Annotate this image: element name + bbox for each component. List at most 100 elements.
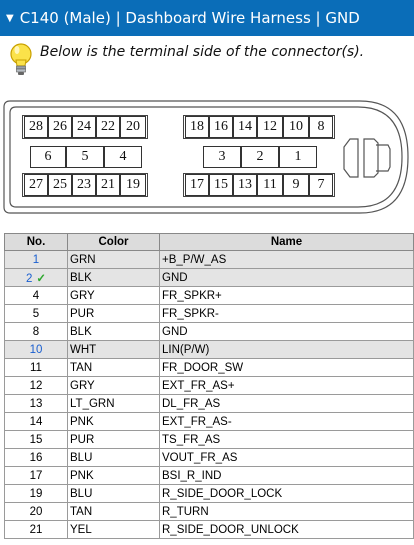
circuit-name-cell: EXT_FR_AS- [159,412,414,431]
wire-color-cell: LT_GRN [67,394,160,413]
pin-no-cell: 2✓ [4,268,68,287]
pin-cell: 6 [30,146,66,168]
pin-cell: 14 [233,116,257,138]
pin-no-cell: 16 [4,448,68,467]
wire-color-cell: WHT [67,340,160,359]
pin-no: 5 [32,307,40,320]
wire-color-cell: BLK [67,322,160,341]
pin-no-cell: 5 [4,304,68,323]
pin-cell: 12 [257,116,283,138]
pin-cell: 26 [48,116,72,138]
wire-color-cell: PUR [67,430,160,449]
pin-no: 10 [29,343,43,356]
circuit-name-cell: LIN(P/W) [159,340,414,359]
circuit-name-cell: GND [159,268,414,287]
circuit-name-cell: +B_P/W_AS [159,250,414,269]
info-note: Below is the terminal side of the connec… [4,40,412,88]
circuit-name-cell: EXT_FR_AS+ [159,376,414,395]
wire-color-cell: YEL [67,520,160,539]
pin-cell: 20 [120,116,146,138]
pin-cell: 11 [257,174,283,196]
header-title: C140 (Male) | Dashboard Wire Harness | G… [19,9,360,27]
pin-cell: 17 [185,174,209,196]
circuit-name-cell: R_SIDE_DOOR_LOCK [159,484,414,503]
circuit-name-cell: BSI_R_IND [159,466,414,485]
pin-cell: 23 [72,174,96,196]
pin-no: 17 [29,469,43,482]
checkmark-icon: ✓ [36,272,47,285]
pin-no-cell: 15 [4,430,68,449]
section-header[interactable]: ▼ C140 (Male) | Dashboard Wire Harness |… [0,0,414,36]
pin-no-cell: 12 [4,376,68,395]
circuit-name-cell: R_SIDE_DOOR_UNLOCK [159,520,414,539]
circuit-name-cell: FR_SPKR+ [159,286,414,305]
wire-color-cell: BLK [67,268,160,287]
pin-cell: 16 [209,116,233,138]
pin-no: 21 [29,523,43,536]
pin-no-cell: 8 [4,322,68,341]
pin-no-cell: 20 [4,502,68,521]
wire-color-cell: BLU [67,448,160,467]
pin-no-cell: 17 [4,466,68,485]
pin-cell: 3 [203,146,241,168]
pin-no: 11 [30,361,42,374]
col-header-name: Name [159,233,414,251]
circuit-name-cell: DL_FR_AS [159,394,414,413]
pin-cell: 9 [283,174,309,196]
wire-color-cell: BLU [67,484,160,503]
wire-color-cell: PNK [67,466,160,485]
pin-no-cell: 19 [4,484,68,503]
circuit-name-cell: FR_DOOR_SW [159,358,414,377]
wire-color-cell: GRN [67,250,160,269]
circuit-name-cell: R_TURN [159,502,414,521]
circuit-name-cell: GND [159,322,414,341]
circuit-name-cell: VOUT_FR_AS [159,448,414,467]
pin-cell: 15 [209,174,233,196]
collapse-caret-icon[interactable]: ▼ [6,12,14,24]
pin-cell: 28 [24,116,48,138]
pin-cell: 21 [96,174,120,196]
pin-cell: 4 [104,146,142,168]
pin-cell: 7 [309,174,333,196]
table-header-row: No. Color Name [4,233,414,251]
pin-no-cell: 21 [4,520,68,539]
wire-color-cell: GRY [67,286,160,305]
pin-no-cell: 14 [4,412,68,431]
pin-cell: 2 [241,146,279,168]
pin-no-cell: 13 [4,394,68,413]
wire-color-cell: TAN [67,502,160,521]
circuit-name-cell: TS_FR_AS [159,430,414,449]
pin-cell: 27 [24,174,48,196]
col-header-no: No. [4,233,68,251]
pin-cell: 24 [72,116,96,138]
pin-cell: 8 [309,116,333,138]
pin-no: 12 [29,379,43,392]
wire-color-cell: GRY [67,376,160,395]
pin-no-cell: 10 [4,340,68,359]
pin-cell: 18 [185,116,209,138]
pin-cell: 10 [283,116,309,138]
pin-no-cell: 4 [4,286,68,305]
pin-cell: 19 [120,174,146,196]
circuit-name-cell: FR_SPKR- [159,304,414,323]
pin-no: 19 [29,487,43,500]
note-text: Below is the terminal side of the connec… [40,44,365,60]
pin-cell: 5 [66,146,104,168]
